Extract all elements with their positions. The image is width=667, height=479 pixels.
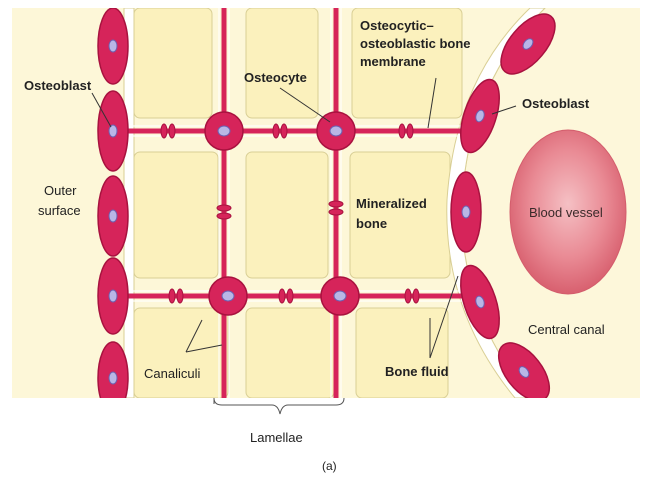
osteoblast-left-label: Osteoblast (24, 78, 91, 94)
membrane-label-line3: membrane (360, 54, 426, 70)
central-canal-label: Central canal (528, 322, 605, 338)
membrane-label-line2: osteoblastic bone (360, 36, 471, 52)
blood-vessel-label: Blood vessel (529, 205, 603, 221)
osteoblast-right-label: Osteoblast (522, 96, 589, 112)
membrane-label-line1: Osteocytic– (360, 18, 434, 34)
mineralized-bone-label-line2: bone (356, 216, 387, 232)
bone-fluid-label: Bone fluid (385, 364, 449, 380)
osteocyte-label: Osteocyte (244, 70, 307, 86)
lamellae-bracket (214, 398, 344, 414)
canaliculi-label: Canaliculi (144, 366, 200, 382)
mineralized-bone-label-line1: Mineralized (356, 196, 427, 212)
lamellae-label: Lamellae (250, 430, 303, 446)
panel-label: (a) (322, 458, 337, 474)
outer-surface-label-line1: Outer (44, 183, 77, 199)
outer-surface-label-line2: surface (38, 203, 81, 219)
